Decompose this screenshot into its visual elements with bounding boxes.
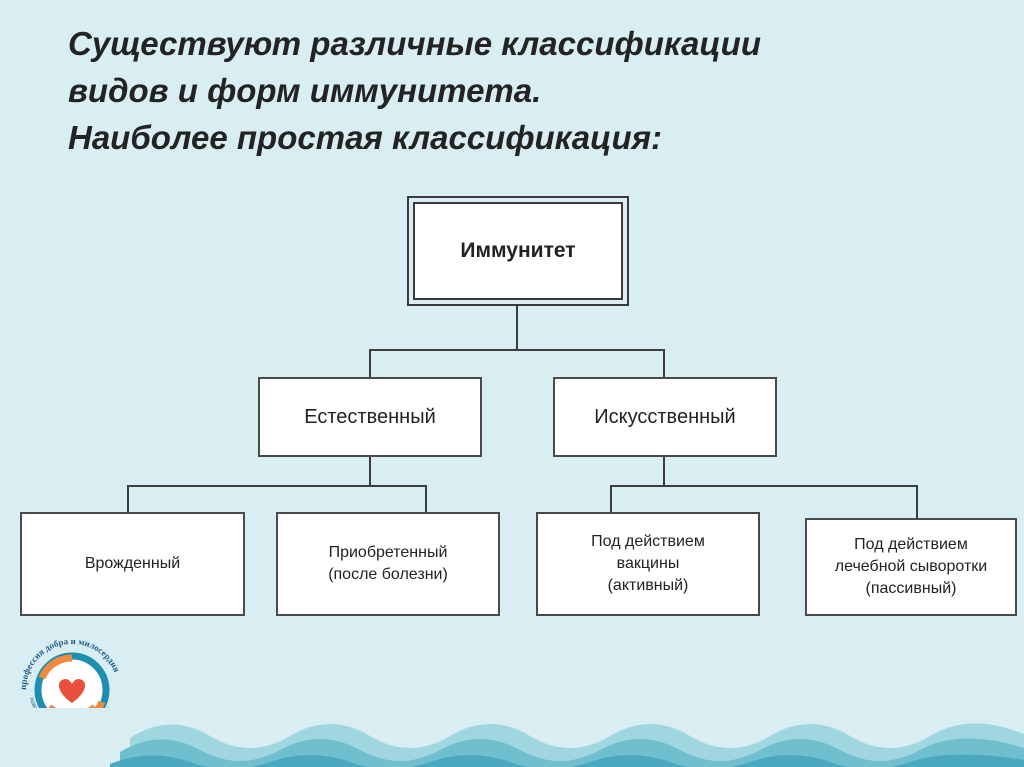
slide-title: Существуют различные классификации видов… xyxy=(68,20,968,161)
title-line-3: Наиболее простая классификация: xyxy=(68,119,663,156)
node-innate-label: Врожденный xyxy=(84,555,181,572)
root-node-immunity: Иммунитет xyxy=(407,196,629,306)
connector-to-natural xyxy=(369,349,371,378)
title-line-2: видов и форм иммунитета. xyxy=(68,72,542,109)
node-innate: Врожденный xyxy=(20,512,245,616)
node-natural-label: Естественный xyxy=(304,405,436,428)
node-acquired-label: Приобретенный (после болезни) xyxy=(328,544,448,583)
connector-level1-horizontal xyxy=(369,349,665,351)
node-vaccine-label: Под действием вакцины (активный) xyxy=(591,533,705,594)
connector-artificial-down xyxy=(663,456,665,486)
node-artificial-label: Искусственный xyxy=(594,405,736,428)
connector-to-acquired xyxy=(425,485,427,513)
connector-natural-horizontal xyxy=(127,485,427,487)
node-serum-label: Под действием лечебной сыворотки (пассив… xyxy=(834,536,988,597)
node-natural: Естественный xyxy=(258,377,482,457)
connector-to-artificial xyxy=(663,349,665,378)
node-acquired: Приобретенный (после болезни) xyxy=(276,512,500,616)
connector-to-innate xyxy=(127,485,129,513)
node-artificial: Искусственный xyxy=(553,377,777,457)
node-vaccine: Под действием вакцины (активный) xyxy=(536,512,760,616)
connector-root-down xyxy=(516,306,518,350)
wave-decoration xyxy=(0,708,1024,767)
connector-artificial-horizontal xyxy=(610,485,918,487)
root-node-label: Иммунитет xyxy=(460,239,576,262)
connector-to-serum xyxy=(916,485,918,519)
connector-to-vaccine xyxy=(610,485,612,513)
title-line-1: Существуют различные классификации xyxy=(68,25,761,62)
node-serum: Под действием лечебной сыворотки (пассив… xyxy=(805,518,1017,616)
heart-icon xyxy=(58,679,86,703)
connector-natural-down xyxy=(369,456,371,486)
